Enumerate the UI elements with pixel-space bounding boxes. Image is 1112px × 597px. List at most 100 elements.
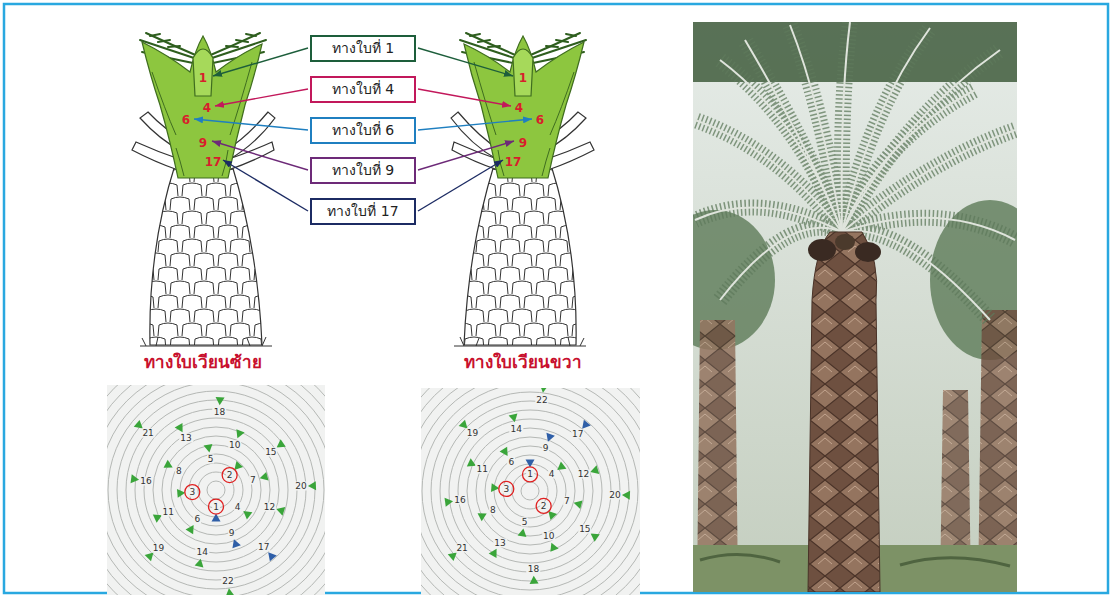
frond-order-number: 15 <box>264 447 277 456</box>
frond-order-number: 22 <box>535 395 548 404</box>
frond-number: 4 <box>203 102 211 114</box>
frond-marker <box>131 474 140 483</box>
frond-order-number: 19 <box>152 543 165 552</box>
frond-marker <box>548 511 557 520</box>
phyllotaxis-chart <box>131 397 317 595</box>
frond-order-number: 14 <box>510 425 523 434</box>
frond-number: 17 <box>205 156 222 168</box>
frond-number: 6 <box>536 114 544 126</box>
frond-box: ทางใบที่ 9 <box>310 157 416 184</box>
frond-number: 1 <box>199 72 207 84</box>
palm-photo <box>808 239 836 261</box>
frond-marker <box>591 533 600 541</box>
frond-marker <box>260 472 269 481</box>
frond-marker <box>526 459 535 467</box>
frond-marker <box>546 433 554 442</box>
highlight-circle <box>499 481 514 496</box>
leader-arrow <box>418 119 532 130</box>
highlight-circle <box>209 499 224 514</box>
frond-marker <box>212 514 221 522</box>
leader-arrow <box>418 160 503 211</box>
frond-marker <box>186 525 194 534</box>
spiral-caption: ทางใบเวียนขวา <box>464 354 582 371</box>
leader-arrow <box>194 119 308 130</box>
frond-marker <box>145 553 154 562</box>
frond-number: 9 <box>519 137 527 149</box>
phyllotaxis-chart <box>421 388 640 595</box>
frond-order-number: 9 <box>542 444 550 453</box>
palm-photo <box>835 234 855 250</box>
frond-marker <box>530 576 539 584</box>
phyllotaxis-chart <box>63 337 683 597</box>
frond-marker <box>459 420 468 429</box>
frond-order-number: 17 <box>257 542 270 551</box>
frond-order-number: 1 <box>526 470 534 479</box>
frond-order-number: 12 <box>263 502 276 511</box>
frond-marker <box>232 539 240 548</box>
frond-marker <box>277 439 286 447</box>
frond-marker <box>195 559 204 568</box>
frond-number: 9 <box>199 137 207 149</box>
frond-marker <box>276 507 285 516</box>
frond-marker <box>268 552 277 561</box>
palm-drawing <box>132 33 275 346</box>
highlight-circle <box>523 467 538 482</box>
frond-marker <box>204 444 213 453</box>
frond-number: 17 <box>505 156 522 168</box>
palm-photo <box>693 22 1017 592</box>
highlight-circle <box>222 468 237 483</box>
frond-marker <box>448 552 457 561</box>
frond-marker <box>509 413 518 422</box>
frond-marker <box>175 423 183 432</box>
frond-order-number: 8 <box>489 506 497 515</box>
frond-order-number: 2 <box>540 501 548 510</box>
frond-order-number: 16 <box>139 476 152 485</box>
frond-marker <box>445 498 454 507</box>
frond-marker <box>582 420 591 429</box>
frond-order-number: 11 <box>162 508 175 517</box>
frond-marker <box>489 549 497 558</box>
frond-marker <box>557 462 566 470</box>
frond-order-number: 3 <box>188 488 196 497</box>
frond-order-number: 7 <box>563 496 571 505</box>
palm-photo <box>855 242 881 262</box>
frond-order-number: 5 <box>521 517 529 526</box>
frond-order-number: 17 <box>571 430 584 439</box>
phyllotaxis-chart <box>107 385 325 595</box>
frond-marker <box>491 483 499 492</box>
frond-order-number: 22 <box>221 577 234 586</box>
frond-order-number: 18 <box>527 564 540 573</box>
phyllotaxis-chart <box>107 385 325 595</box>
frond-marker <box>226 588 235 595</box>
highlight-circle <box>185 485 200 500</box>
box-text: ทางใบที่ 17 <box>327 204 398 219</box>
palm-photo <box>808 232 880 592</box>
frond-marker <box>540 388 549 393</box>
box-text: ทางใบที่ 4 <box>332 82 394 97</box>
leader-arrow <box>212 141 308 170</box>
frond-number: 6 <box>182 114 190 126</box>
frond-marker <box>590 465 599 474</box>
frond-marker <box>518 528 527 537</box>
frond-box: ทางใบที่ 6 <box>310 117 416 144</box>
frond-marker <box>478 513 487 521</box>
frond-marker <box>500 447 508 456</box>
frond-marker <box>236 429 244 438</box>
frond-order-number: 4 <box>548 470 556 479</box>
frond-order-number: 5 <box>207 455 215 464</box>
frond-order-number: 8 <box>175 466 183 475</box>
frond-order-number: 11 <box>476 464 489 473</box>
spiral-caption: ทางใบเวียนซ้าย <box>144 354 262 371</box>
frond-order-number: 13 <box>179 434 192 443</box>
frond-order-number: 10 <box>228 440 241 449</box>
frond-marker <box>177 489 185 498</box>
leader-arrow <box>194 48 532 211</box>
frond-marker <box>574 500 583 509</box>
frond-marker <box>243 511 252 519</box>
frond-box: ทางใบที่ 17 <box>310 198 416 225</box>
leader-arrow <box>215 89 308 106</box>
frond-number: 1 <box>519 72 527 84</box>
frond-marker <box>622 491 630 500</box>
leader-arrow <box>213 48 308 76</box>
frond-order-number: 7 <box>249 476 257 485</box>
